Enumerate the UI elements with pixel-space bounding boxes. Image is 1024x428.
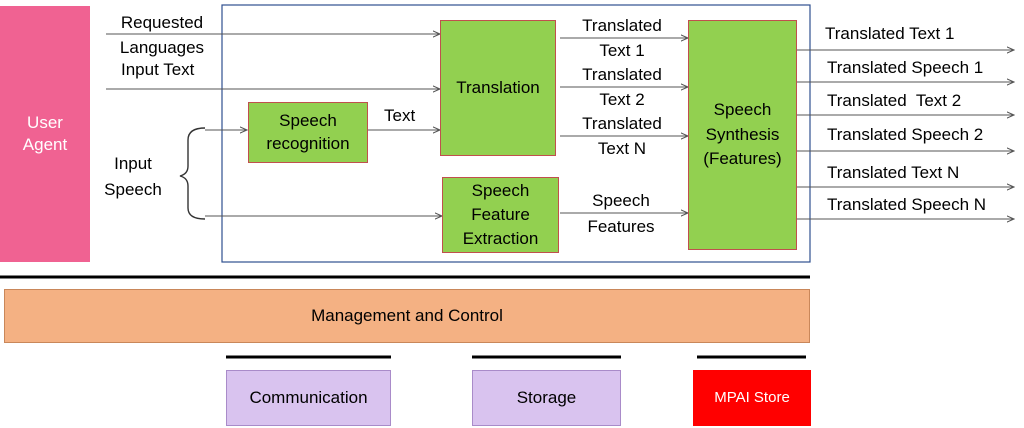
output-label-5: Translated Text N (827, 163, 960, 182)
speech-feature-extraction-label: Speech Feature Extraction (462, 181, 539, 248)
output-label-4: Translated Speech 2 (827, 125, 984, 144)
output-label-6: Translated Speech N (827, 195, 987, 214)
aim-frame (221, 4, 811, 263)
speech-recognition-label: Speech recognition (266, 111, 350, 153)
translated-text-2-label: Translated Text 2 (582, 65, 662, 109)
mpai-store-label: MPAI Store (714, 389, 790, 407)
user-agent-block: User Agent (0, 6, 90, 262)
translated-text-1-label: Translated Text 1 (582, 16, 662, 60)
management-control-bar: Management and Control (4, 289, 810, 343)
speech-synthesis-label: Speech Synthesis (Features) (703, 100, 782, 169)
communication-block: Communication (226, 370, 391, 426)
communication-label: Communication (249, 387, 368, 407)
output-label-2: Translated Speech 1 (827, 58, 984, 77)
translation-label: Translation (456, 77, 540, 97)
output-label-3: Translated Text 2 (827, 91, 962, 110)
input-speech-brace (179, 127, 206, 220)
requested-languages-label: Requested Languages (119, 13, 205, 57)
mpai-store-block: MPAI Store (693, 370, 811, 426)
speech-feature-extraction-block: Speech Feature Extraction (442, 177, 559, 253)
user-agent-label: User Agent (22, 112, 68, 154)
speech-recognition-block: Speech recognition (248, 102, 368, 163)
input-speech-label: Input Speech (104, 154, 162, 199)
storage-block: Storage (472, 370, 621, 426)
input-text-label: Input Text (121, 60, 195, 79)
speech-features-label: Speech Features (587, 191, 655, 236)
management-control-label: Management and Control (311, 305, 503, 325)
output-label-1: Translated Text 1 (825, 24, 955, 43)
speech-synthesis-block: Speech Synthesis (Features) (688, 20, 797, 250)
text-signal-label: Text (384, 106, 416, 125)
storage-label: Storage (516, 387, 577, 407)
translation-block: Translation (440, 20, 556, 156)
translated-text-n-label: Translated Text N (582, 114, 662, 158)
